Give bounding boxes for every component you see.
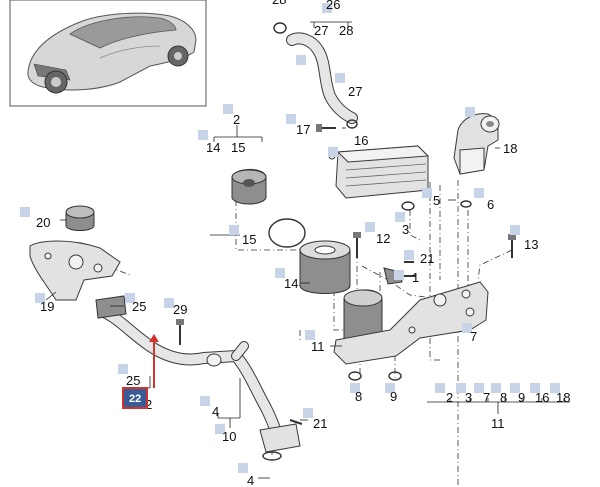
callout-9[interactable]: 9: [390, 389, 397, 404]
callout-numbers: 28 26 27 28 27 2 14 15 17 16 18 5 6 3 12…: [36, 0, 570, 487]
highlight-arrow: [149, 334, 159, 388]
callout-19[interactable]: 19: [40, 299, 54, 314]
callout-6[interactable]: 6: [487, 197, 494, 212]
callout-15[interactable]: 15: [242, 232, 256, 247]
oil-filter-module: [333, 281, 489, 381]
callout-28-top[interactable]: 28: [272, 0, 286, 7]
callout-group-16[interactable]: 16: [535, 390, 549, 405]
bracket: [29, 240, 121, 301]
callout-group-18[interactable]: 18: [556, 390, 570, 405]
bolts: [176, 124, 516, 425]
callout-10[interactable]: 10: [222, 429, 236, 444]
filler-cap: [65, 205, 95, 231]
bolt-17: [316, 124, 336, 132]
oil-filter-cap: [231, 169, 306, 248]
callout-5[interactable]: 5: [433, 193, 440, 208]
callout-4-mid[interactable]: 4: [212, 404, 219, 419]
callout-21-low[interactable]: 21: [313, 416, 327, 431]
callout-16[interactable]: 16: [354, 133, 368, 148]
callout-pins: [20, 3, 560, 473]
callout-29[interactable]: 29: [173, 302, 187, 317]
callout-group-2[interactable]: 2: [446, 390, 453, 405]
callout-13[interactable]: 13: [524, 237, 538, 252]
upper-coolant-hose: [273, 22, 358, 129]
selected-callout-label: 22: [129, 393, 141, 405]
vehicle-thumbnail: [9, 0, 207, 107]
callout-15-filter[interactable]: 15: [231, 140, 245, 155]
callout-25-low[interactable]: 25: [126, 373, 140, 388]
callout-21-mid[interactable]: 21: [420, 251, 434, 266]
oil-filter-element: [299, 240, 351, 294]
bolt-12: [353, 232, 361, 258]
bolt-29: [176, 319, 184, 345]
callout-14-filter[interactable]: 14: [206, 140, 220, 155]
callout-20[interactable]: 20: [36, 215, 50, 230]
callout-28[interactable]: 28: [339, 23, 353, 38]
bolt-21: [289, 419, 303, 425]
callout-group-7[interactable]: 7: [483, 390, 490, 405]
callout-27-hose[interactable]: 27: [348, 84, 362, 99]
callout-group-8[interactable]: 8: [500, 390, 507, 405]
callout-17[interactable]: 17: [296, 122, 310, 137]
callout-12[interactable]: 12: [376, 231, 390, 246]
callout-26[interactable]: 26: [326, 0, 340, 12]
leader-lines: [45, 21, 570, 479]
callout-4-low[interactable]: 4: [247, 473, 254, 487]
callout-11-mid[interactable]: 11: [311, 339, 325, 354]
callout-7[interactable]: 7: [470, 329, 477, 344]
callout-18-top[interactable]: 18: [503, 141, 517, 156]
breather-housing: [453, 113, 500, 208]
callout-8[interactable]: 8: [355, 389, 362, 404]
callout-14[interactable]: 14: [284, 276, 298, 291]
callout-3-mid[interactable]: 3: [402, 222, 409, 237]
selected-callout-22[interactable]: 22: [122, 387, 148, 409]
callout-2-filter[interactable]: 2: [233, 112, 240, 127]
lower-pipes: [95, 295, 301, 461]
callout-2-low[interactable]: 2: [145, 397, 152, 412]
callout-group-3[interactable]: 3: [465, 390, 472, 405]
callout-25-mid[interactable]: 25: [132, 299, 146, 314]
callout-group-9[interactable]: 9: [518, 390, 525, 405]
bolt-13: [508, 234, 516, 258]
callout-group-11[interactable]: 11: [491, 416, 505, 431]
callout-27[interactable]: 27: [314, 23, 328, 38]
oil-cooler: [328, 145, 430, 211]
callout-1[interactable]: 1: [412, 270, 419, 285]
